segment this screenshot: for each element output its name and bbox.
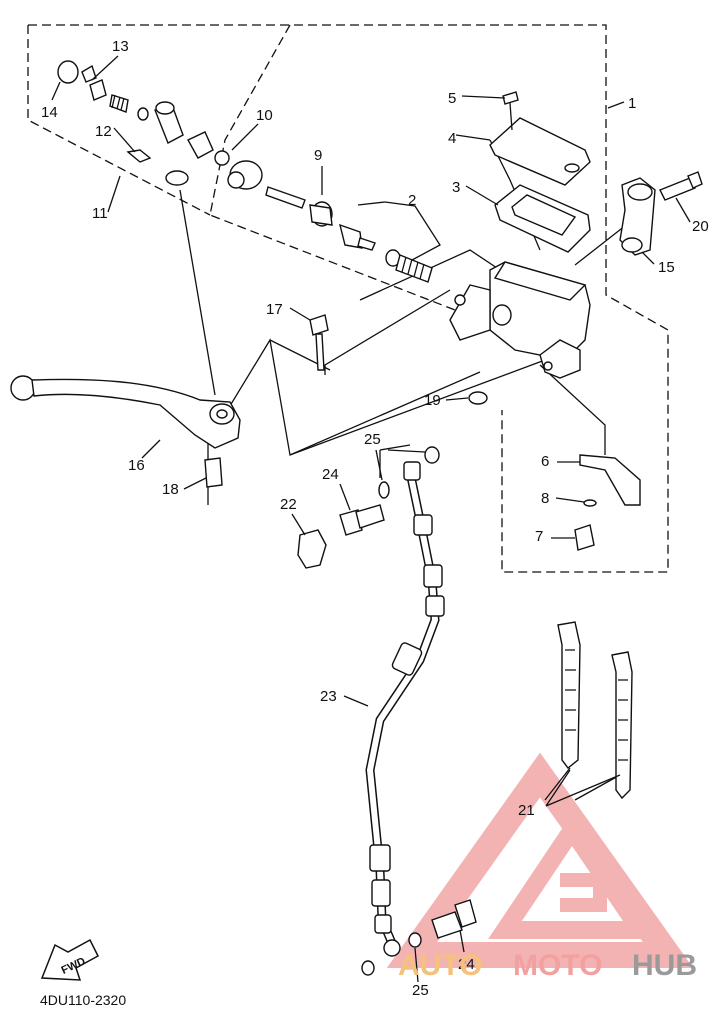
clamp-bracket-part bbox=[619, 177, 656, 256]
callout-labels: 1 2 3 4 5 6 7 8 9 10 11 12 13 14 15 16 1… bbox=[41, 38, 709, 999]
brake-hose-part bbox=[365, 461, 445, 957]
fwd-arrow-icon: FWD bbox=[40, 938, 99, 981]
callout-4: 4 bbox=[448, 130, 456, 147]
callout-22: 22 bbox=[280, 496, 297, 513]
brand-part-moto: MOTO bbox=[513, 949, 602, 982]
callout-pointers bbox=[51, 55, 691, 983]
clamp-bolt-part bbox=[659, 171, 703, 201]
callout-23: 23 bbox=[320, 688, 337, 705]
callout-3: 3 bbox=[452, 179, 460, 196]
callout-20: 20 bbox=[692, 218, 709, 235]
screw-part bbox=[502, 91, 519, 131]
dust-boot-part bbox=[187, 131, 263, 190]
cable-tie-parts bbox=[557, 621, 633, 800]
callout-2: 2 bbox=[408, 192, 416, 209]
reservoir-cap-part bbox=[489, 117, 591, 186]
callout-16: 16 bbox=[128, 457, 145, 474]
callout-9: 9 bbox=[314, 147, 322, 164]
callout-24b: 24 bbox=[458, 956, 475, 973]
callout-21: 21 bbox=[518, 802, 535, 819]
brake-lever-part bbox=[10, 375, 241, 449]
brake-switch-part bbox=[574, 454, 641, 551]
diaphragm-part bbox=[494, 184, 591, 253]
callout-11: 11 bbox=[92, 205, 108, 222]
callout-25a: 25 bbox=[364, 431, 381, 448]
callout-10: 10 bbox=[256, 107, 273, 124]
automotohub-wordmark: AUTO MOTO HUB bbox=[398, 949, 697, 982]
callout-8: 8 bbox=[541, 490, 549, 507]
union-bolt-parts bbox=[297, 446, 477, 976]
callout-24a: 24 bbox=[322, 466, 339, 483]
callout-7: 7 bbox=[535, 528, 543, 545]
small-fasteners bbox=[204, 314, 488, 488]
callout-13: 13 bbox=[112, 38, 129, 55]
callout-5: 5 bbox=[448, 90, 456, 107]
callout-18: 18 bbox=[162, 481, 179, 498]
master-cylinder-body bbox=[449, 261, 591, 379]
piston-kit-part bbox=[265, 186, 433, 283]
callout-6: 6 bbox=[541, 453, 549, 470]
callout-17: 17 bbox=[266, 301, 283, 318]
pivot-parts bbox=[57, 60, 189, 186]
brand-part-hub: HUB bbox=[632, 949, 697, 982]
automotohub-logo bbox=[386, 752, 694, 968]
callout-1: 1 bbox=[628, 95, 636, 112]
callout-19: 19 bbox=[424, 392, 441, 409]
callout-15: 15 bbox=[658, 259, 675, 276]
callout-12: 12 bbox=[95, 123, 112, 140]
brand-part-auto: AUTO bbox=[398, 949, 482, 982]
diagram-code: 4DU110-2320 bbox=[40, 992, 126, 1008]
assembly-boundary bbox=[27, 24, 669, 573]
callout-25b: 25 bbox=[412, 982, 429, 999]
callout-14: 14 bbox=[41, 104, 58, 121]
